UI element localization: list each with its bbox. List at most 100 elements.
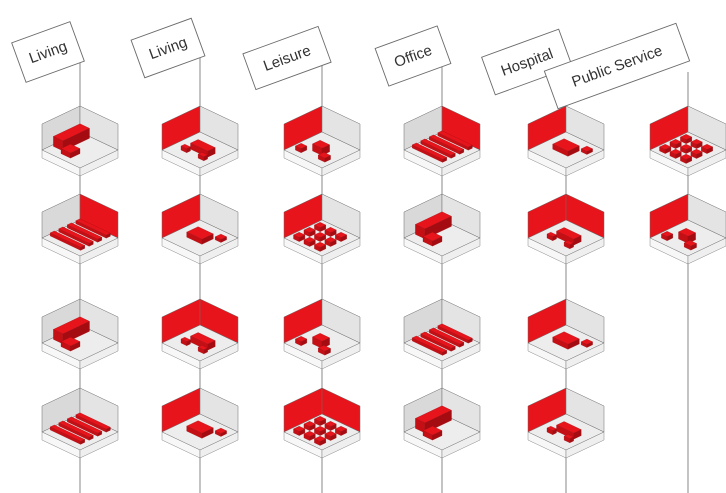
furniture-side [207, 340, 216, 351]
desk-room [403, 193, 481, 265]
furniture-side [666, 233, 673, 241]
furniture-side [685, 156, 692, 164]
floor-edge [565, 149, 605, 177]
furniture-side [319, 244, 326, 252]
furniture-side [309, 423, 316, 431]
furniture-side [203, 347, 208, 355]
floor-edge [321, 149, 361, 177]
corner-room [649, 193, 726, 265]
furniture-side [450, 153, 456, 159]
furniture-side [97, 237, 103, 243]
category-label: Living [11, 21, 85, 83]
furniture-side [106, 426, 111, 433]
furniture-side [220, 236, 227, 243]
furniture-side [552, 234, 557, 241]
floor-edge [199, 237, 239, 265]
floor-edge [79, 431, 119, 459]
furniture-side [330, 239, 337, 247]
furniture-side [569, 242, 574, 250]
label-card [543, 22, 691, 110]
furniture-side [88, 435, 94, 441]
grid-room [161, 387, 239, 459]
pool-room [283, 298, 361, 370]
furniture-side [696, 141, 703, 149]
furniture-side [80, 439, 85, 445]
furniture-side [706, 146, 713, 154]
furniture-side [330, 433, 337, 441]
furniture-side [203, 154, 208, 162]
label-card [242, 25, 332, 91]
floor-edge [565, 431, 605, 459]
furniture-side [324, 348, 331, 356]
furniture-side [340, 234, 347, 242]
furniture-side [319, 234, 326, 242]
floor-edge [441, 431, 481, 459]
floor-edge [441, 237, 481, 265]
furniture-side [675, 151, 682, 159]
floor-edge [199, 149, 239, 177]
furniture-side [106, 232, 111, 239]
floor-edge [565, 237, 605, 265]
room-tiles [41, 105, 726, 459]
wall-grid-room [283, 193, 361, 265]
bed-room [161, 193, 239, 265]
bench-room [161, 105, 239, 177]
desk-room [41, 387, 119, 459]
wall-room [527, 193, 605, 265]
furniture-side [567, 145, 580, 157]
meeting-room [403, 105, 481, 177]
furniture-side [340, 428, 347, 436]
floor-edge [441, 149, 481, 177]
furniture-side [319, 224, 326, 232]
category-label: Office [374, 25, 452, 87]
furniture-side [97, 431, 103, 437]
furniture-side [552, 428, 557, 435]
furniture-side [207, 147, 216, 158]
furniture-side [567, 338, 580, 350]
furniture-side [319, 438, 326, 446]
floor-edge [565, 342, 605, 370]
furniture-side [70, 148, 81, 159]
furniture-side [88, 241, 94, 247]
chairs-room [283, 105, 361, 177]
sofa-block-room [527, 298, 605, 370]
furniture-side [696, 151, 703, 159]
furniture-side [690, 243, 697, 251]
furniture-side [442, 350, 447, 356]
furniture-side [201, 233, 214, 245]
furniture-side [675, 141, 682, 149]
furniture-side [432, 430, 443, 441]
seats-room [283, 387, 361, 459]
workstation-room [403, 387, 481, 459]
label-card [11, 21, 85, 83]
table-room [41, 105, 119, 177]
furniture-side [586, 148, 593, 155]
furniture-side [569, 436, 574, 444]
floor-edge [687, 149, 726, 177]
label-card [130, 17, 206, 79]
furniture-side [186, 339, 191, 346]
floor-edge [321, 431, 361, 459]
furniture-side [459, 342, 465, 348]
floor-edge [441, 342, 481, 370]
furniture-side [300, 338, 307, 346]
floor-edge [687, 237, 726, 265]
furniture-side [299, 428, 306, 436]
furniture-side [665, 146, 672, 154]
floor-edge [79, 342, 119, 370]
floor-edge [199, 431, 239, 459]
floor-edge [79, 149, 119, 177]
furniture-side [186, 146, 191, 153]
furniture-side [432, 236, 443, 247]
furniture-side [319, 428, 326, 436]
furniture-side [468, 337, 473, 344]
furniture-side [450, 346, 456, 352]
furniture-side [573, 429, 582, 440]
label-card [481, 28, 573, 96]
floor-edge [321, 342, 361, 370]
category-label: Living [130, 17, 206, 79]
furniture-side [201, 427, 214, 439]
furniture-side [309, 239, 316, 247]
